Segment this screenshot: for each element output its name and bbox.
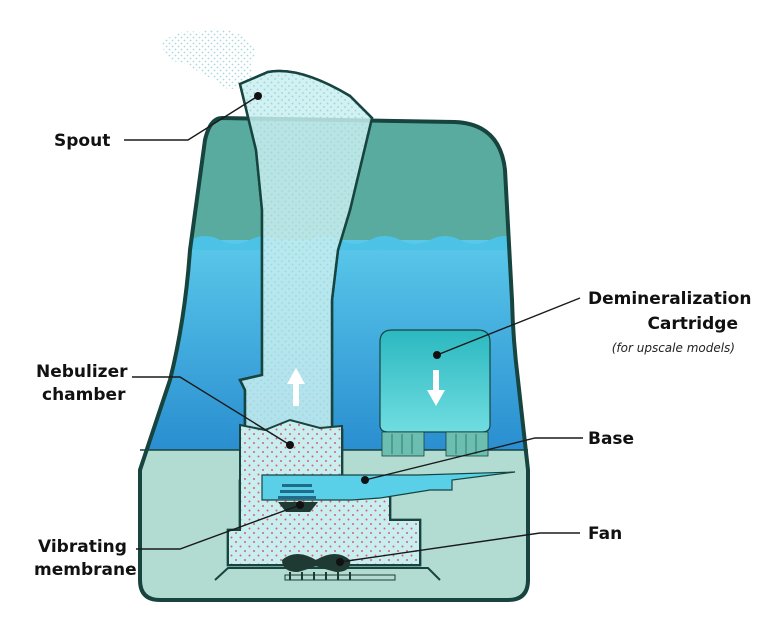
arrow-up-icon (287, 368, 305, 406)
label-base: Base (588, 429, 634, 449)
label-vibrating-line2: membrane (34, 560, 137, 580)
label-nebulizer-line2: chamber (42, 385, 126, 405)
arrow-down-icon (427, 370, 445, 406)
vapor-cloud (162, 29, 255, 89)
leader-lines (124, 92, 583, 566)
fan (282, 554, 396, 581)
label-spout: Spout (54, 131, 110, 151)
label-demineralization-note: (for upscale models) (612, 341, 735, 355)
label-demineralization-line1: Demineralization (588, 289, 751, 309)
label-vibrating-line1: Vibrating (38, 537, 127, 557)
label-nebulizer-line1: Nebulizer (36, 362, 128, 382)
body-outline (138, 115, 530, 602)
label-demineralization-line2: Cartridge (647, 314, 738, 334)
base-shelf (261, 471, 516, 501)
label-fan: Fan (588, 524, 622, 544)
